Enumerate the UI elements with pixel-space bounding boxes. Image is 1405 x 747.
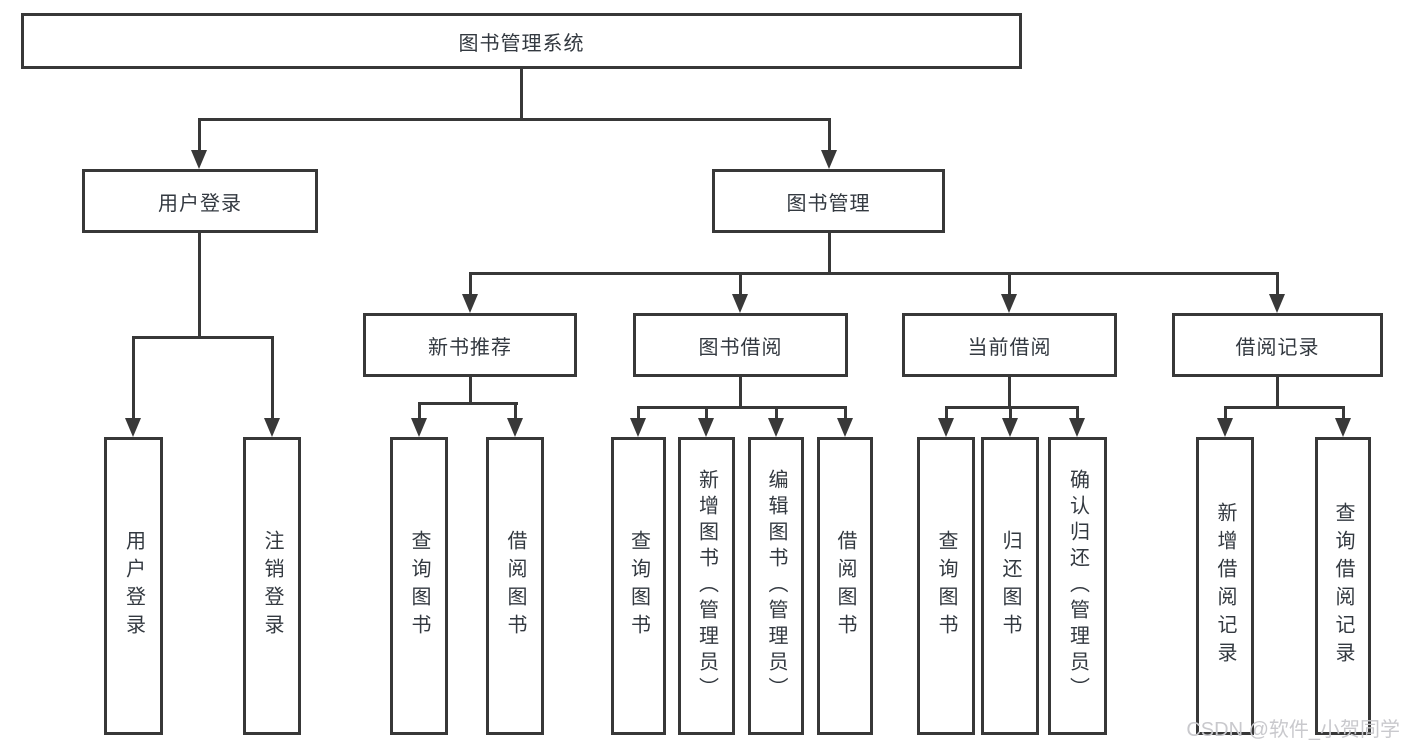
connector-line (469, 377, 472, 405)
arrow-down-icon (1335, 418, 1351, 437)
connector-line (198, 118, 831, 121)
node-user-login: 用户登录 (82, 169, 318, 233)
leaf-add-borrow-record: 新增借阅记录 (1196, 437, 1254, 735)
connector-line (514, 402, 517, 422)
connector-line (739, 272, 742, 298)
leaf-confirm-return-admin: 确认归还（管理员） (1048, 437, 1107, 735)
arrow-down-icon (1269, 294, 1285, 313)
node-book-borrowing-label: 图书借阅 (698, 336, 783, 359)
arrow-down-icon (821, 150, 837, 169)
arrow-down-icon (191, 150, 207, 169)
connector-line (469, 272, 472, 298)
connector-line (637, 406, 640, 421)
connector-line (775, 406, 778, 421)
connector-line (1008, 272, 1011, 298)
leaf-borrow-books-2: 借阅图书 (817, 437, 873, 735)
leaf-query-books-3-label: 查询图书 (935, 530, 957, 642)
connector-line (1008, 377, 1011, 409)
connector-line (844, 406, 847, 421)
leaf-return-book-label: 归还图书 (999, 530, 1021, 642)
leaf-logout: 注销登录 (243, 437, 301, 735)
connector-line (739, 377, 742, 409)
node-new-book-recommend-label: 新书推荐 (428, 336, 512, 359)
connector-line (637, 406, 847, 409)
leaf-return-book: 归还图书 (981, 437, 1039, 735)
connector-line (198, 233, 201, 339)
arrow-down-icon (1001, 294, 1017, 313)
leaf-borrow-books-1-label: 借阅图书 (504, 530, 526, 642)
connector-line (1276, 272, 1279, 298)
connector-line (828, 118, 831, 156)
leaf-logout-label: 注销登录 (261, 530, 283, 642)
node-root-label: 图书管理系统 (458, 32, 585, 55)
node-borrowing-records: 借阅记录 (1172, 313, 1383, 377)
arrow-down-icon (411, 418, 427, 437)
connector-line (1076, 406, 1079, 421)
connector-line (828, 233, 831, 275)
leaf-borrow-books-2-label: 借阅图书 (834, 530, 856, 642)
arrow-down-icon (507, 418, 523, 437)
leaf-confirm-return-admin-label: 确认归还（管理员） (1066, 469, 1089, 703)
arrow-down-icon (1217, 418, 1233, 437)
node-current-borrowing-label: 当前借阅 (967, 336, 1052, 359)
connector-line (198, 118, 201, 156)
node-user-login-label: 用户登录 (158, 192, 242, 215)
leaf-edit-book-admin-label: 编辑图书（管理员） (765, 469, 787, 703)
arrow-down-icon (768, 418, 784, 437)
arrow-down-icon (462, 294, 478, 313)
arrow-down-icon (938, 418, 954, 437)
arrow-down-icon (1002, 418, 1018, 437)
connector-line (132, 336, 135, 421)
leaf-query-books-2: 查询图书 (611, 437, 666, 735)
leaf-query-books-3: 查询图书 (917, 437, 975, 735)
arrow-down-icon (1069, 418, 1085, 437)
connector-line (1342, 406, 1345, 421)
connector-line (418, 402, 518, 405)
leaf-query-borrow-record: 查询借阅记录 (1315, 437, 1371, 735)
connector-line (1224, 406, 1345, 409)
leaf-user-login-label: 用户登录 (122, 530, 145, 642)
arrow-down-icon (264, 418, 280, 437)
connector-line (132, 336, 274, 339)
connector-line (469, 272, 1279, 275)
csdn-watermark: CSDN @软件_小贺同学 (1186, 719, 1400, 741)
connector-line (1224, 406, 1227, 421)
arrow-down-icon (732, 294, 748, 313)
arrow-down-icon (630, 418, 646, 437)
node-root: 图书管理系统 (21, 13, 1022, 69)
leaf-add-book-admin: 新增图书（管理员） (678, 437, 735, 735)
leaf-borrow-books-1: 借阅图书 (486, 437, 544, 735)
leaf-query-books-1-label: 查询图书 (408, 530, 430, 642)
leaf-query-books-2-label: 查询图书 (627, 530, 650, 642)
node-book-management: 图书管理 (712, 169, 945, 233)
arrow-down-icon (837, 418, 853, 437)
connector-line (418, 402, 421, 422)
arrow-down-icon (125, 418, 141, 437)
connector-line (1009, 406, 1012, 421)
connector-line (271, 336, 274, 421)
connector-line (705, 406, 708, 421)
arrow-down-icon (698, 418, 714, 437)
node-new-book-recommend: 新书推荐 (363, 313, 577, 377)
node-book-borrowing: 图书借阅 (633, 313, 848, 377)
leaf-query-books-1: 查询图书 (390, 437, 448, 735)
connector-line (945, 406, 1079, 409)
connector-line (1276, 377, 1279, 409)
node-current-borrowing: 当前借阅 (902, 313, 1117, 377)
node-book-management-label: 图书管理 (786, 192, 871, 215)
leaf-query-borrow-record-label: 查询借阅记录 (1332, 502, 1354, 670)
leaf-edit-book-admin: 编辑图书（管理员） (748, 437, 804, 735)
connector-line (520, 69, 523, 121)
node-borrowing-records-label: 借阅记录 (1235, 336, 1320, 359)
connector-line (945, 406, 948, 421)
leaf-add-book-admin-label: 新增图书（管理员） (695, 469, 718, 703)
leaf-add-borrow-record-label: 新增借阅记录 (1214, 502, 1236, 670)
leaf-user-login: 用户登录 (104, 437, 163, 735)
